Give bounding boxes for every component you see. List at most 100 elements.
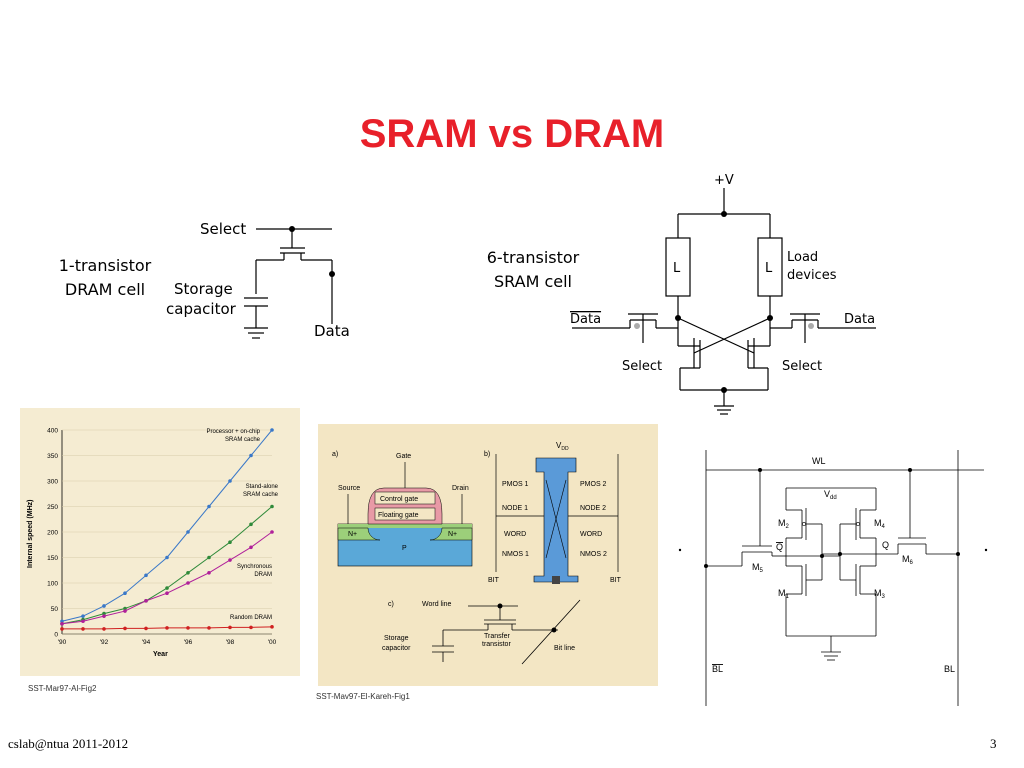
series-point-1	[186, 571, 190, 575]
dram-storage-label-1: Storage	[174, 280, 233, 298]
series-point-3	[270, 625, 274, 629]
vplus-dot	[721, 211, 727, 217]
legend-sdram-2: DRAM	[254, 572, 272, 578]
series-point-1	[123, 606, 127, 611]
speed-chart-source: SST-Mar97-Al-Fig2	[28, 684, 97, 693]
m2-gate-bubble	[802, 522, 806, 526]
sram-caption: 6-transistor SRAM cell	[468, 246, 598, 294]
dram-select-label: Select	[200, 220, 246, 238]
x-tick-label: '94	[142, 639, 151, 646]
node2-label: NODE 2	[580, 505, 606, 512]
series-point-0	[102, 604, 106, 608]
panel-a-label: a)	[332, 451, 338, 458]
legend-standalone-1: Stand-alone	[246, 484, 279, 490]
n-plus-right-region	[429, 527, 473, 541]
right-edge-dot	[984, 548, 988, 552]
speed-chart-xlabel: Year	[153, 651, 168, 658]
bit-label: BIT	[488, 577, 500, 584]
wl-left-dot	[758, 468, 762, 472]
word-right-label: WORD	[580, 531, 602, 538]
m1-label: M1	[778, 588, 790, 600]
vplus-label: +V	[714, 173, 734, 188]
x-tick-label: '96	[184, 639, 193, 646]
pmos2-label: PMOS 2	[580, 481, 607, 488]
select-right-label: Select	[782, 359, 822, 374]
n-plus-right-label: N+	[448, 531, 457, 538]
y-tick-label: 250	[47, 504, 58, 511]
series-point-2	[81, 619, 85, 624]
y-tick-label: 150	[47, 555, 58, 562]
panel-c-label: c)	[388, 601, 394, 608]
p-substrate-label: P	[402, 545, 407, 552]
sram-caption-line1: 6-transistor	[486, 248, 580, 267]
m3-label: M3	[874, 588, 886, 600]
bl-label: BL	[944, 664, 955, 674]
word-left-label: WORD	[504, 531, 526, 538]
wl-right-dot	[908, 468, 912, 472]
transfer-label-1: Transfer	[484, 633, 510, 640]
series-point-2	[207, 571, 211, 575]
sram-data-label: Data	[844, 312, 875, 327]
series-point-0	[186, 530, 190, 534]
panel-b-label: b)	[484, 451, 490, 458]
data-junction-dot	[329, 271, 335, 277]
series-point-0	[60, 619, 64, 624]
m6-label: M6	[902, 554, 914, 566]
word-line-label: Word line	[422, 601, 452, 608]
data-bar-label: Data	[570, 312, 601, 327]
load-devices-label-2: devices	[787, 268, 837, 283]
dram-caption-line1: 1-transistor	[58, 256, 152, 275]
load-right-label: L	[765, 261, 773, 276]
layout-ground-pad	[552, 576, 560, 584]
source-label: Source	[338, 485, 360, 492]
oxide-layer	[338, 524, 472, 528]
drain-label: Drain	[452, 485, 469, 492]
series-point-2	[165, 591, 169, 595]
y-tick-label: 100	[47, 581, 58, 588]
vdd-label: VDD	[556, 441, 569, 452]
bit-bar-label: BIT	[610, 577, 622, 584]
series-point-3	[228, 625, 232, 630]
series-point-0	[165, 555, 169, 560]
sram-caption-line2: SRAM cell	[494, 272, 572, 291]
dram-data-label: Data	[314, 322, 350, 340]
sram-6t-schematic: WL Vdd M2 M4 Q Q M5 M6 M1 M3 BL BL	[678, 450, 988, 706]
series-point-0	[144, 573, 148, 578]
slide-title: SRAM vs DRAM	[359, 112, 665, 156]
dram-caption: 1-transistor DRAM cell	[40, 254, 170, 302]
load-left-label: L	[673, 261, 681, 276]
series-point-0	[249, 453, 253, 458]
series-point-3	[144, 626, 148, 631]
select-left-label: Select	[622, 359, 662, 374]
memory-figure-source: SST-Mav97-El-Kareh-Fig1	[316, 692, 410, 701]
storage-label-2: capacitor	[382, 645, 411, 652]
y-tick-label: 400	[47, 428, 58, 435]
sram-cell-schematic: +V L L Load devices Data Data Select Sel…	[570, 173, 876, 415]
left-edge-dot	[678, 548, 682, 552]
ground-node-dot	[721, 387, 727, 393]
series-point-0	[270, 428, 274, 432]
dram-caption-line2: DRAM cell	[64, 280, 146, 299]
word-line-dot	[497, 603, 503, 609]
x-tick-label: '92	[100, 639, 109, 646]
series-point-1	[228, 540, 232, 544]
node1-label: NODE 1	[502, 505, 528, 512]
series-point-0	[123, 591, 127, 595]
series-point-1	[270, 504, 274, 509]
series-point-0	[228, 479, 232, 483]
series-point-1	[165, 586, 169, 590]
wl-label: WL	[812, 456, 826, 466]
n-plus-left-label: N+	[348, 531, 357, 538]
load-devices-label-1: Load	[787, 250, 818, 265]
legend-sdram-1: Synchronous	[237, 564, 272, 570]
speed-chart-ylabel: Internal speed (MHz)	[27, 500, 34, 568]
series-point-2	[60, 622, 64, 626]
y-tick-label: 350	[47, 453, 58, 460]
series-point-2	[228, 558, 232, 562]
y-tick-label: 50	[51, 606, 59, 613]
series-point-3	[249, 625, 253, 630]
series-point-3	[123, 626, 127, 631]
legend-standalone-2: SRAM cache	[243, 492, 279, 498]
select-junction-dot	[289, 226, 295, 232]
